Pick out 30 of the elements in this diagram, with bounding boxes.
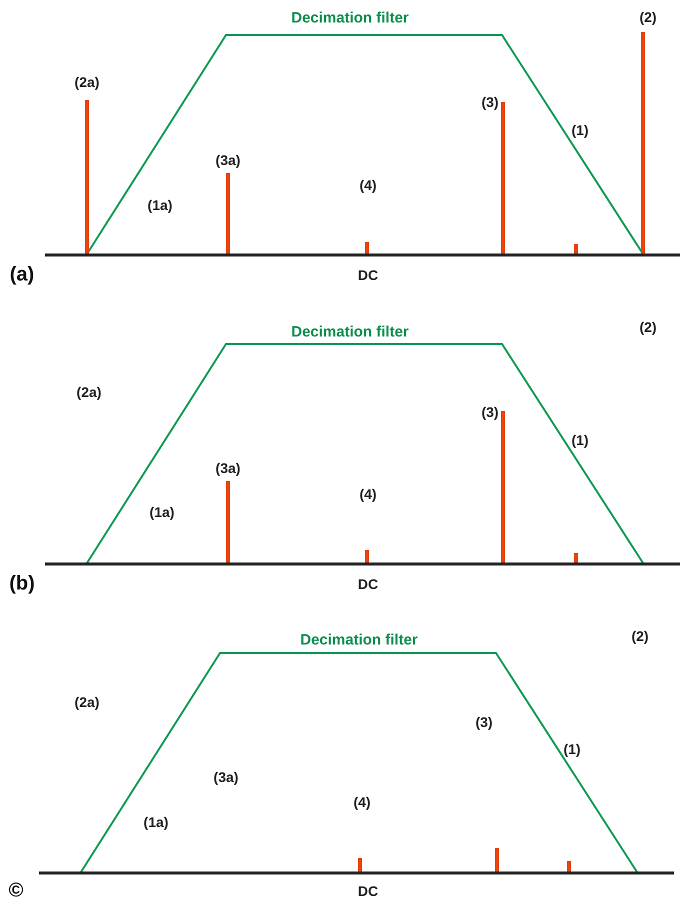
callout-label: (2) xyxy=(639,9,657,25)
callout-label: (1) xyxy=(563,741,581,757)
filter-label: Decimation filter xyxy=(291,10,409,26)
callout-label: (1) xyxy=(571,432,589,448)
callout-label: (1) xyxy=(571,122,589,138)
callout-label: (2a) xyxy=(76,384,102,400)
callout-label: (2a) xyxy=(74,74,100,90)
callout-label: (1a) xyxy=(144,814,168,830)
panel-label: (b) xyxy=(9,572,35,596)
filter-label: Decimation filter xyxy=(291,324,409,340)
callout-label: (3) xyxy=(481,404,499,420)
panel-label: (a) xyxy=(10,264,34,286)
callout-label: (4) xyxy=(359,177,377,193)
callout-label: (1a) xyxy=(148,197,172,213)
callout-label: (4) xyxy=(353,794,371,810)
callout-label: (2) xyxy=(639,319,657,335)
callout-label: (4) xyxy=(359,486,377,502)
panel-label: © xyxy=(8,880,24,901)
callout-label: (3a) xyxy=(214,769,238,785)
callout-label: (2) xyxy=(631,628,649,644)
axis-label: DC xyxy=(358,883,378,899)
callout-label: (3) xyxy=(481,94,499,110)
callout-label: (3a) xyxy=(216,152,240,168)
callout-label: (1a) xyxy=(150,504,174,520)
axis-label: DC xyxy=(358,267,378,283)
callout-label: (2a) xyxy=(74,694,100,710)
axis-label: DC xyxy=(358,576,378,592)
callout-label: (3a) xyxy=(216,460,240,476)
filter-label: Decimation filter xyxy=(300,632,418,648)
callout-label: (3) xyxy=(475,714,493,730)
